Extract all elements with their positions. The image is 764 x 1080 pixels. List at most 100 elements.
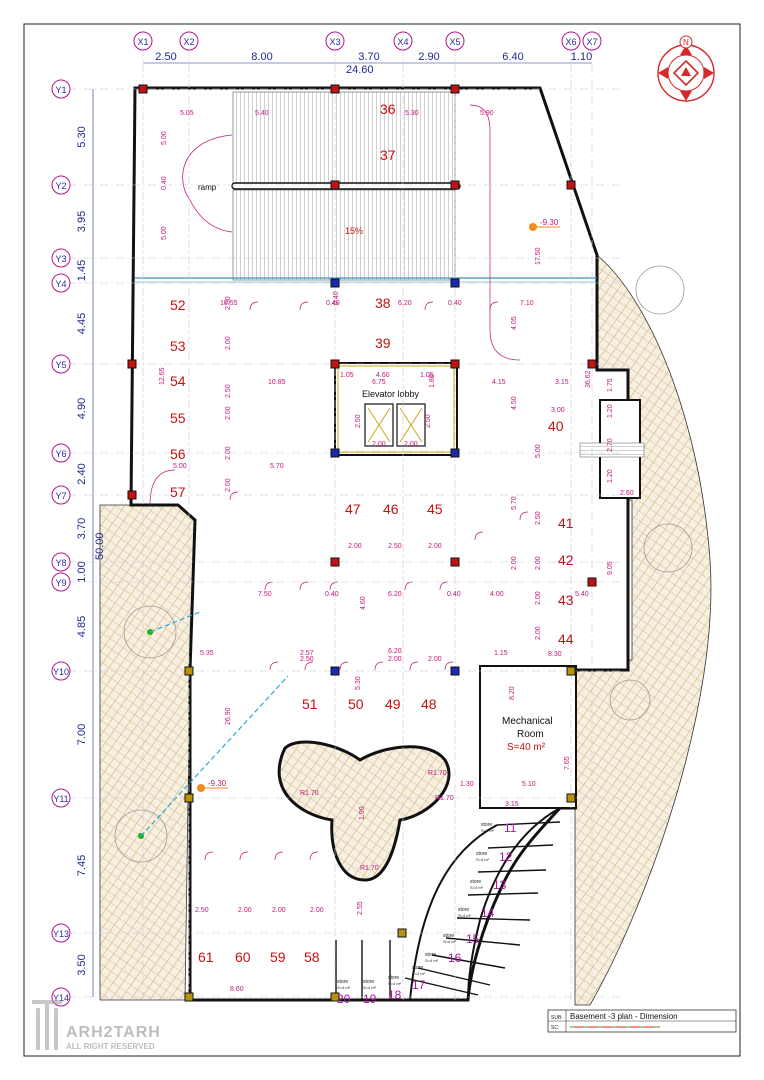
column	[450, 557, 460, 567]
landscape-left	[99, 504, 201, 1001]
dimension-value: 9.05	[607, 561, 614, 575]
column	[330, 666, 340, 676]
parking-number: 48	[421, 696, 437, 712]
store-area: S=4 m²	[337, 985, 351, 990]
x-spacing: 6.40	[502, 51, 523, 63]
parking-number: 45	[427, 501, 443, 517]
central-island	[277, 740, 451, 882]
dimension-value: 5.40	[255, 110, 269, 117]
parking-number: 56	[170, 446, 186, 462]
column	[397, 928, 407, 938]
y-axis-label: Y10	[53, 667, 69, 677]
bay-mark	[299, 581, 309, 591]
y-spacing: 4.85	[76, 616, 88, 637]
y-axis-bubble: Y5	[51, 354, 71, 374]
x-axis-label: X4	[397, 37, 408, 47]
dimension-value: 2.50	[195, 907, 209, 914]
store-label: store	[412, 965, 423, 971]
dimension-value: 10.85	[268, 379, 286, 386]
dimension-value: 2.00	[535, 556, 542, 570]
parking-number: 59	[270, 949, 286, 965]
store-area: S=4 m²	[458, 913, 472, 918]
bay-mark	[339, 661, 349, 671]
dimension-value: 3.00	[551, 407, 565, 414]
store-label: store	[470, 879, 481, 885]
dimension-value: 2.60	[620, 490, 634, 497]
store-area: S=4 m²	[476, 857, 490, 862]
store-number: 15	[466, 932, 480, 946]
dimension-value: 2.00	[428, 543, 442, 550]
y-axis-bubble: Y11	[51, 788, 71, 808]
x-axis-label: X1	[137, 37, 148, 47]
y-axis-bubble: Y3	[51, 248, 71, 268]
dimension-value: 2.57	[300, 650, 314, 657]
y-spacing: 1.00	[76, 561, 88, 582]
parking-number: 37	[380, 147, 396, 163]
dimension-value: R1.70	[360, 865, 379, 872]
ramp-upper	[232, 91, 456, 185]
column	[450, 666, 460, 676]
column	[566, 793, 576, 803]
bay-mark	[439, 581, 449, 591]
structural-columns	[127, 84, 597, 1002]
y-axis-dimensions: 5.303.951.454.454.902.403.701.004.857.00…	[76, 89, 94, 997]
y-axis-bubble: Y1	[51, 79, 71, 99]
parking-number: 57	[170, 484, 186, 500]
column	[330, 448, 340, 458]
dimension-value: 36.62	[585, 370, 592, 388]
x-axis-bubble: X7	[582, 31, 602, 51]
column	[566, 666, 576, 676]
dimension-value: 2.00	[310, 907, 324, 914]
ramp-slope: 15%	[345, 226, 363, 236]
y-axis-label: Y3	[55, 254, 66, 264]
bay-mark	[519, 511, 529, 521]
x-axis-bubble: X2	[179, 31, 199, 51]
y-axis-bubble: Y7	[51, 485, 71, 505]
dimension-value: 5.35	[200, 650, 214, 657]
dimension-value: 0.40	[161, 176, 168, 190]
store-curve	[409, 824, 498, 1001]
store-number: 17	[412, 978, 426, 992]
dimension-value: 5.30	[405, 110, 419, 117]
parking-number: 53	[170, 338, 186, 354]
level-marker-2: -9.30	[197, 779, 228, 792]
y-spacing: 2.40	[76, 463, 88, 484]
title-sc-label: SC:	[551, 1025, 559, 1031]
x-axis-label: X2	[183, 37, 194, 47]
dimension-value: 2.00	[225, 446, 232, 460]
bay-mark	[474, 531, 484, 541]
x-spacing: 2.90	[418, 51, 439, 63]
parking-number: 44	[558, 631, 574, 647]
dimension-value: 2.00	[511, 556, 518, 570]
elevator-2-cross	[399, 407, 423, 443]
dimension-value: 8.30	[548, 651, 562, 658]
dimension-value: 6.20	[388, 591, 402, 598]
dimension-value: 8.20	[509, 686, 516, 700]
y-total-dimension: 50.00	[94, 532, 106, 560]
compass-north-label: N	[683, 38, 689, 47]
dimension-value: 5.30	[355, 676, 362, 690]
watermark-rights: ALL RIGHT RESERVED	[66, 1042, 155, 1051]
dimension-value: 3.15	[555, 379, 569, 386]
store-partitions	[335, 821, 561, 1000]
parking-number: 38	[375, 295, 391, 311]
y-spacing: 7.00	[76, 724, 88, 745]
dimension-value: 2.50	[388, 543, 402, 550]
parking-bay-markings	[149, 104, 529, 861]
store-area: S=4 m²	[388, 981, 402, 986]
watermark-brand: ARH2TARH	[66, 1024, 161, 1041]
y-axis-bubble: Y8	[51, 552, 71, 572]
elevator-lobby-label: Elevator lobby	[362, 389, 420, 399]
x-axis-bubble: X4	[393, 31, 413, 51]
landscape-trees	[114, 265, 693, 863]
x-spacing: 8.00	[251, 51, 272, 63]
level-value-2: -9.30	[208, 779, 227, 788]
dimension-value: 5.00	[173, 463, 187, 470]
dimension-value: 1.05	[420, 372, 434, 379]
x-axis-bubble: X5	[445, 31, 465, 51]
dimension-value: 17.50	[535, 247, 542, 265]
